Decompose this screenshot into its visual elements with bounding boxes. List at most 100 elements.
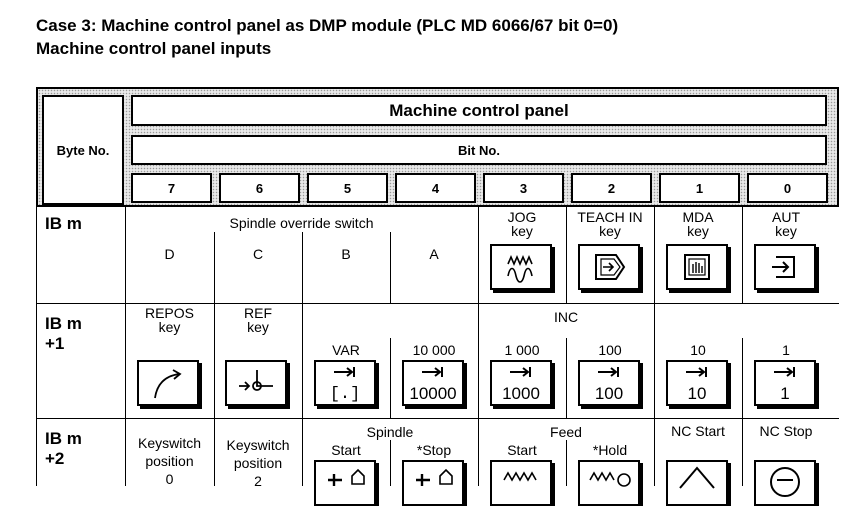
bit-1: 1 (659, 173, 740, 203)
inc-arrow-icon: 10 (686, 367, 707, 403)
feed-start-key[interactable] (490, 460, 552, 506)
inc-100-key[interactable]: 100 (578, 360, 640, 406)
inc-1000-key[interactable]: 1000 (490, 360, 552, 406)
inc-key-text: 10000 (409, 384, 456, 403)
ref-key-label: REF key (244, 305, 272, 335)
teach-in-key[interactable] (578, 244, 640, 290)
inc-label-10: 10 (690, 342, 706, 358)
page-subtitle: Machine control panel inputs (36, 39, 272, 58)
column-divider (125, 207, 126, 486)
inc-arrow-icon: 10000 (409, 367, 457, 403)
inc-arrow-icon: 1000 (502, 367, 540, 403)
spindle-stop-key[interactable] (402, 460, 464, 506)
column-divider (478, 207, 479, 486)
column-divider (302, 232, 303, 303)
jog-key[interactable] (490, 244, 552, 290)
teach-in-icon (595, 254, 626, 280)
column-divider (566, 207, 567, 303)
bit-4: 4 (395, 173, 476, 203)
feed-start-label: Start (507, 442, 537, 458)
inc-var-key[interactable]: [.] (314, 360, 376, 406)
reference-point-icon (239, 370, 273, 391)
bit-5: 5 (307, 173, 388, 203)
spindle-override-title: Spindle override switch (229, 215, 374, 231)
jog-wave-icon (507, 254, 533, 283)
aut-key-label: AUT key (772, 209, 800, 239)
mda-key-label: MDA key (682, 209, 714, 239)
inc-title: INC (553, 309, 579, 325)
nc-start-key[interactable] (666, 460, 728, 506)
column-divider (36, 207, 37, 486)
column-divider (302, 303, 303, 486)
feed-title: Feed (550, 424, 582, 440)
spindle-start-key[interactable] (314, 460, 376, 506)
repos-key[interactable] (137, 360, 199, 406)
mda-key[interactable] (666, 244, 728, 290)
repos-curve-icon (154, 369, 182, 399)
inc-label-1: 1 (782, 342, 790, 358)
inc-10-key[interactable]: 10 (666, 360, 728, 406)
inc-label-10000: 10 000 (412, 342, 456, 358)
override-position-b: B (341, 246, 351, 262)
row-label-ibm-2: IB m +2 (45, 429, 82, 468)
column-divider (566, 440, 567, 486)
bit-2: 2 (571, 173, 652, 203)
table-header: Byte No. Machine control panel Bit No. 7… (36, 87, 839, 207)
mda-hand-icon (684, 254, 710, 280)
inc-key-text: [.] (330, 385, 361, 404)
spindle-stop-label: *Stop (416, 442, 452, 458)
jog-key-label: JOG key (507, 209, 537, 239)
override-position-c: C (252, 246, 264, 262)
nc-start-icon (679, 466, 715, 489)
column-divider (742, 207, 743, 303)
ref-key[interactable] (225, 360, 287, 406)
nc-stop-icon (770, 467, 800, 497)
row-label-ibm-1: IB m +1 (45, 314, 82, 353)
column-divider (566, 338, 567, 418)
inc-label-1000: 1 000 (504, 342, 540, 358)
keyswitch-position-0: Keyswitch position 0 (137, 435, 202, 487)
nc-start-label: NC Start (671, 423, 725, 439)
byte-no-label: Byte No. (42, 95, 124, 205)
keyswitch-position-2: Keyswitch position 2 (226, 437, 290, 489)
bit-7: 7 (131, 173, 212, 203)
row-divider (36, 418, 839, 419)
column-divider (654, 207, 655, 486)
nc-stop-key[interactable] (754, 460, 816, 506)
teach-in-key-label: TEACH IN key (577, 209, 643, 239)
repos-key-label: REPOS key (144, 305, 194, 335)
row-divider (36, 303, 839, 304)
spindle-title: Spindle (366, 424, 414, 440)
inc-key-text: 100 (595, 384, 623, 403)
page-title: Case 3: Machine control panel as DMP mod… (36, 16, 619, 35)
column-divider (390, 232, 391, 303)
bit-3: 3 (483, 173, 564, 203)
feed-hold-key[interactable] (578, 460, 640, 506)
column-divider (390, 440, 391, 486)
column-divider (214, 232, 215, 303)
inc-key-text: 1000 (502, 384, 540, 403)
inc-key-text: 10 (688, 384, 707, 403)
panel-title: Machine control panel (131, 95, 827, 126)
inc-1-key[interactable]: 1 (754, 360, 816, 406)
spindle-start-icon (328, 468, 365, 486)
column-divider (742, 338, 743, 486)
bit-no-label: Bit No. (131, 135, 827, 165)
column-divider (390, 338, 391, 418)
inc-arrow-icon: 100 (595, 367, 623, 403)
spindle-start-label: Start (331, 442, 361, 458)
feed-start-icon (503, 471, 537, 482)
feed-hold-icon (589, 471, 631, 487)
inc-arrow-icon: [.] (330, 367, 361, 404)
override-position-d: D (164, 246, 175, 262)
spindle-stop-icon (416, 468, 453, 486)
row-label-ibm: IB m (45, 214, 82, 233)
inc-arrow-icon: 1 (774, 367, 795, 403)
aut-key[interactable] (754, 244, 816, 290)
feed-hold-label: *Hold (592, 442, 628, 458)
inc-label-100: 100 (598, 342, 622, 358)
bit-6: 6 (219, 173, 300, 203)
nc-stop-label: NC Stop (759, 423, 813, 439)
inc-10000-key[interactable]: 10000 (402, 360, 464, 406)
bit-0: 0 (747, 173, 828, 203)
